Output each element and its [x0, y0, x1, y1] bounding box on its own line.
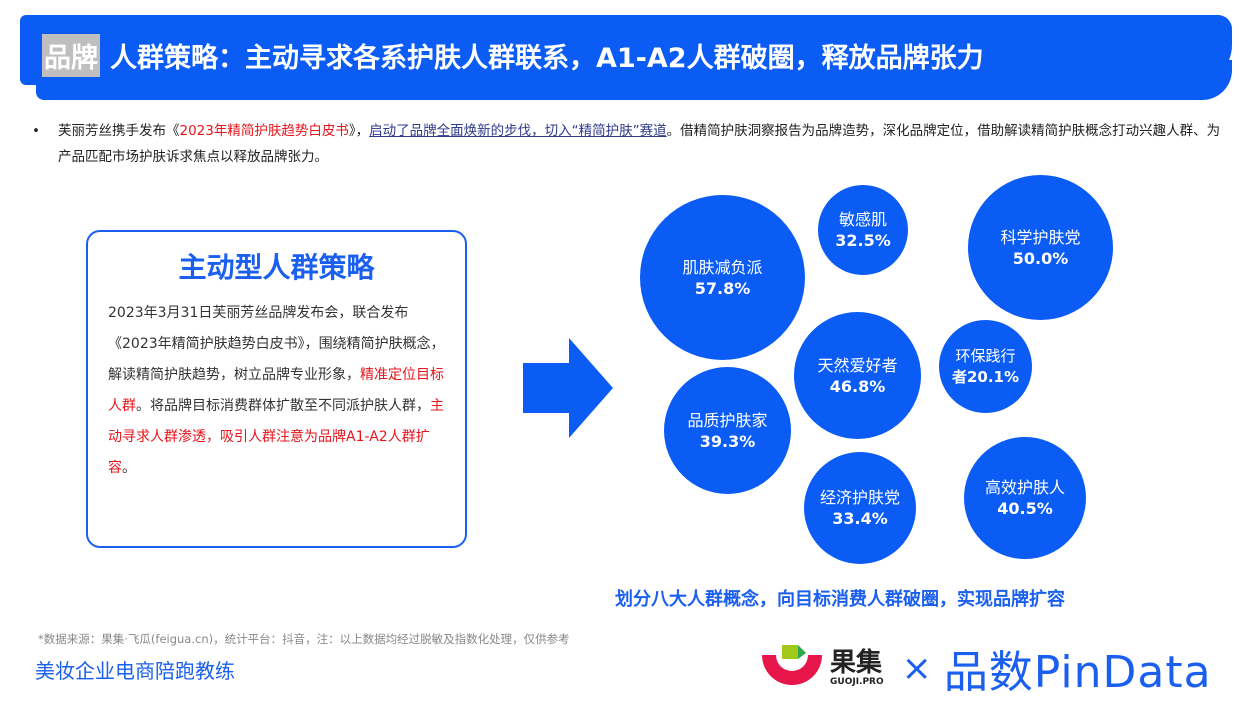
strategy-text: 2023年3月31日芙丽芳丝品牌发布会，联合发布《2023年精简护肤趋势白皮书》…	[108, 305, 445, 476]
intro-text: 。借精简护肤洞察报告为品牌造势，深化品牌定位，借助解读精简护肤概念打动兴趣人群、…	[58, 123, 1221, 165]
arrow-right-icon	[523, 338, 613, 438]
whitepaper-name: 2023年精简护肤趋势白皮书	[179, 123, 349, 139]
intro-link[interactable]: 启动了品牌全面焕新的步伐，切入“精简护肤”赛道	[369, 123, 667, 139]
group-bubble: 环保践行者20.1%	[939, 320, 1032, 413]
strategy-title: 主动型人群策略	[178, 251, 375, 284]
times-sign: ×	[901, 647, 932, 689]
intro-paragraph: • 芙丽芳丝携手发布《2023年精简护肤趋势白皮书》，启动了品牌全面焕新的步伐，…	[32, 118, 1232, 170]
coach-tagline: 美妆企业电商陪跑教练	[35, 659, 235, 683]
header-banner-tail	[36, 60, 1232, 100]
bubble-caption: 划分八大人群概念，向目标消费人群破圈，实现品牌扩容	[615, 589, 1065, 610]
guoji-logo-icon	[762, 645, 822, 685]
guoji-domain: GUOJI.PRO	[830, 677, 884, 687]
bullet-dot: •	[32, 123, 40, 139]
pindata-logo: 品数PinData	[943, 647, 1212, 698]
guoji-name: 果集	[830, 648, 883, 678]
intro-text: 芙丽芳丝携手发布《	[58, 123, 180, 139]
title-highlight: 品牌	[42, 34, 100, 77]
title-text: 人群策略：主动寻求各系护肤人群联系，A1-A2人群破圈，释放品牌张力	[110, 43, 984, 74]
page-title: 品牌人群策略：主动寻求各系护肤人群联系，A1-A2人群破圈，释放品牌张力	[42, 33, 984, 78]
intro-text: 》，	[348, 123, 370, 139]
strategy-card: 主动型人群策略 2023年3月31日芙丽芳丝品牌发布会，联合发布《2023年精简…	[86, 230, 467, 548]
data-source: *数据来源：果集·飞瓜(feigua.cn)，统计平台：抖音，注：以上数据均经过…	[38, 632, 570, 646]
